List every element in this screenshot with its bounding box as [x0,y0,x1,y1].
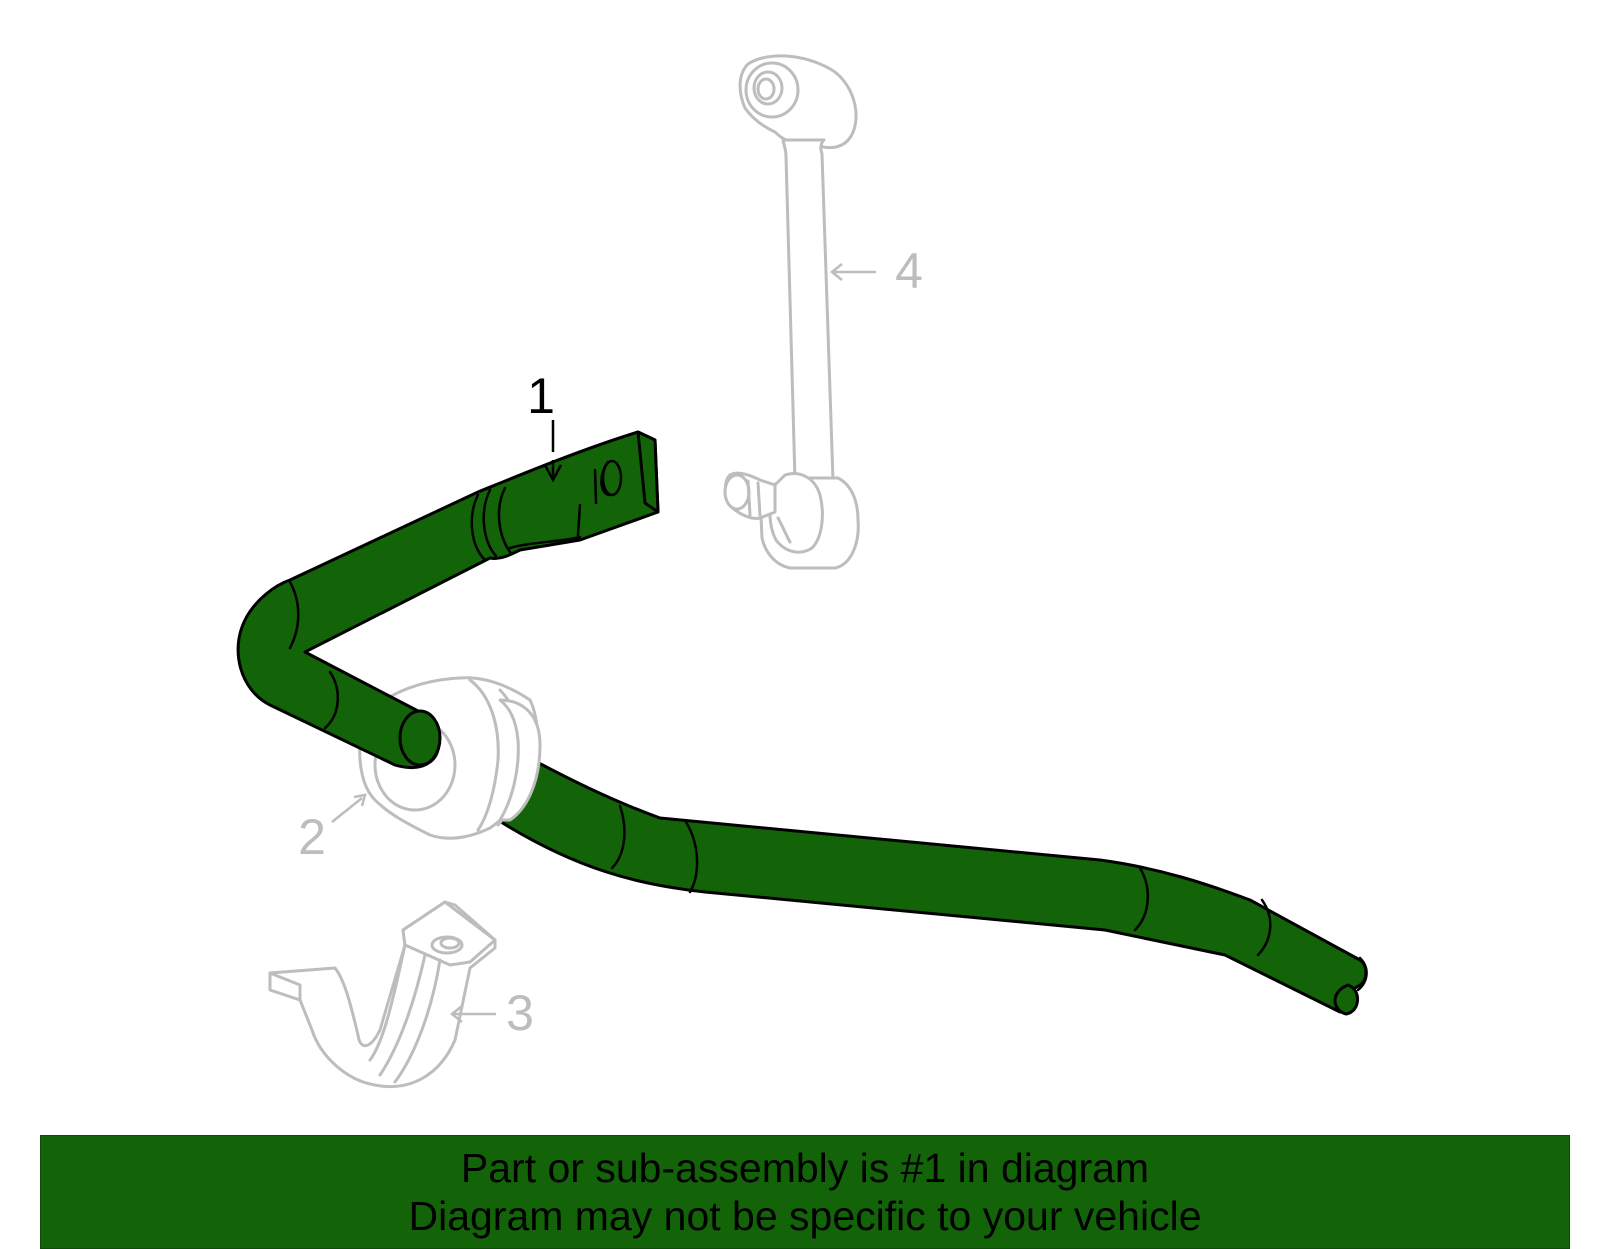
callout-4-label: 4 [895,243,923,299]
callout-2-label: 2 [298,809,326,865]
banner-line-1: Part or sub-assembly is #1 in diagram [460,1145,1150,1191]
bracket-part [268,900,497,1088]
callout-1-label: 1 [527,368,555,424]
callout-2: 2 [298,793,367,865]
stabilizer-bar-part [488,748,1368,1016]
callout-4: 4 [829,243,923,299]
info-banner: Part or sub-assembly is #1 in diagram Di… [40,1135,1570,1249]
callout-3: 3 [449,985,534,1041]
stabilizer-link-part [723,54,860,570]
callout-1: 1 [527,368,563,483]
banner-line-2: Diagram may not be specific to your vehi… [408,1193,1202,1239]
callout-3-label: 3 [506,985,534,1041]
stabilizer-bar-front [236,430,660,770]
